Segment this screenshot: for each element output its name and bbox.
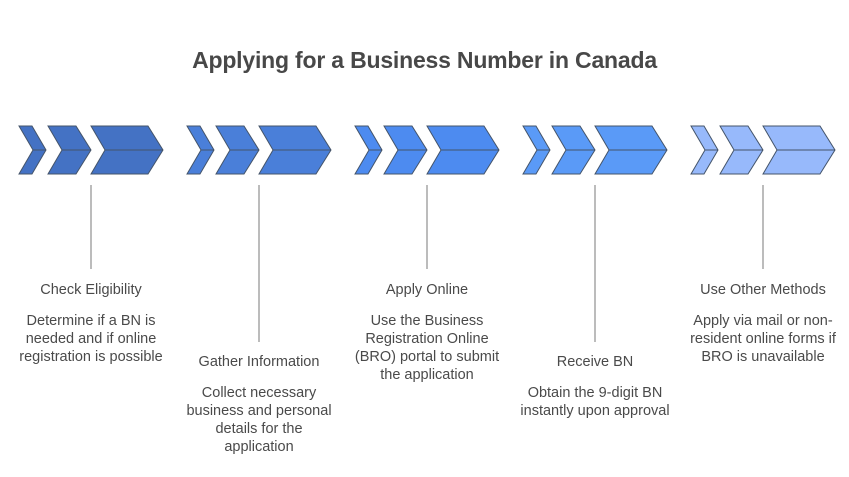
step-3-chevrons bbox=[354, 125, 500, 269]
step-5-description: Apply via mail or non-resident online fo… bbox=[690, 313, 836, 365]
step-2-chevrons bbox=[186, 125, 332, 342]
step-4-description: Obtain the 9-digit BN instantly upon app… bbox=[520, 385, 670, 419]
step-5-label: Use Other Methods bbox=[700, 282, 826, 298]
step-1-label: Check Eligibility bbox=[40, 282, 142, 298]
step-1-description: Determine if a BN is needed and if onlin… bbox=[19, 313, 163, 365]
step-3-label: Apply Online bbox=[385, 282, 469, 298]
step-5-chevrons bbox=[690, 125, 836, 269]
diagram-title: Applying for a Business Number in Canada bbox=[192, 47, 657, 73]
step-1-chevrons bbox=[18, 125, 164, 269]
step-2-label: Gather Information bbox=[198, 354, 320, 370]
step-2-description: Collect necessary business and personal … bbox=[186, 385, 332, 455]
step-4-label: Receive BN bbox=[556, 354, 634, 370]
step-4-chevrons bbox=[522, 125, 668, 342]
step-3-description: Use the Business Registration Online (BR… bbox=[354, 313, 500, 383]
